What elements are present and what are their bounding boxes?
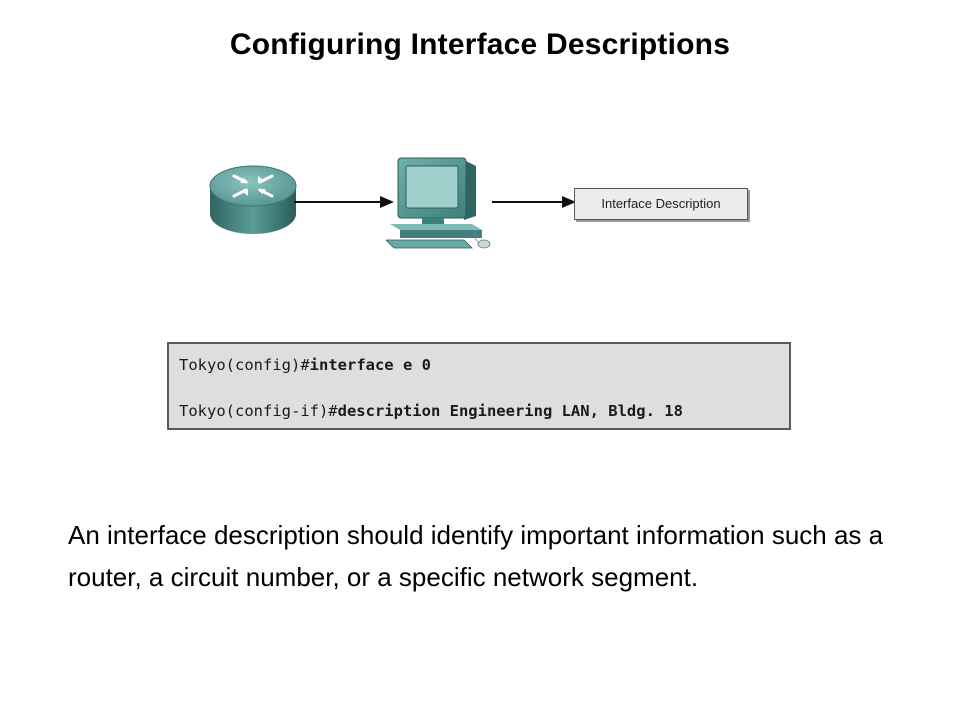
router-icon — [209, 165, 297, 234]
cli-output: Tokyo(config)#interface e 0 Tokyo(config… — [167, 342, 791, 430]
cli-line: Tokyo(config-if)#description Engineering… — [179, 402, 683, 420]
interface-description-label: Interface Description — [574, 188, 748, 220]
body-paragraph: An interface description should identify… — [68, 520, 884, 592]
interface-diagram: Interface Description — [200, 150, 760, 260]
cli-line: Tokyo(config)#interface e 0 — [179, 356, 431, 374]
cli-command: description Engineering LAN, Bldg. 18 — [337, 402, 683, 420]
arrow-icon — [492, 196, 576, 208]
cli-prompt: Tokyo(config)# — [179, 356, 310, 374]
workstation-icon — [386, 157, 491, 249]
slide-title: Configuring Interface Descriptions — [229, 28, 731, 61]
cli-prompt: Tokyo(config-if)# — [179, 402, 338, 420]
arrow-icon — [294, 196, 394, 208]
cli-command: interface e 0 — [309, 356, 431, 374]
